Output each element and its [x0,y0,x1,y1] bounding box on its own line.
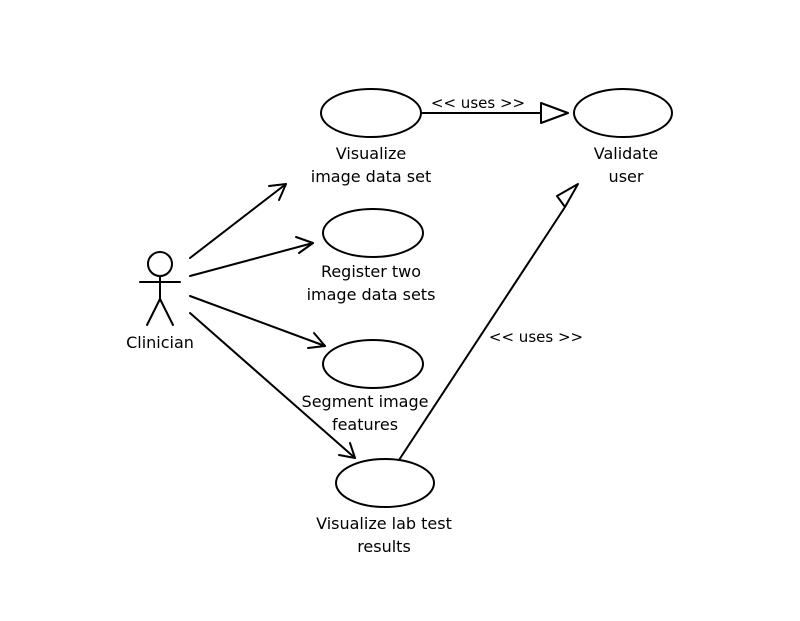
use-case-visualize-image-label: Visualize image data set [310,144,432,186]
actor-head [147,251,173,277]
association-visualize-lab [189,312,356,459]
uses-relation-top [420,102,569,124]
actor-label: Clinician [126,333,194,352]
use-case-segment-ellipse[interactable] [322,339,424,389]
use-case-register-ellipse[interactable] [322,208,424,258]
use-case-validate-user-ellipse[interactable] [573,88,673,138]
uses-relation-bottom [398,183,579,461]
use-case-visualize-lab-label: Visualize lab test results [316,514,452,556]
actor-left-leg [146,298,161,326]
use-case-visualize-lab-ellipse[interactable] [335,458,435,508]
association-visualize-image [189,183,287,259]
use-case-segment-label: Segment image features [301,392,429,434]
uses-label-top: << uses >> [430,94,526,112]
actor-figure [139,251,181,326]
use-case-visualize-image-ellipse[interactable] [320,88,422,138]
use-case-register-label: Register two image data sets [306,262,436,304]
association-register [189,236,314,277]
association-segment [189,295,326,349]
use-case-validate-user-label: Validate user [593,144,659,186]
actor-right-leg [159,298,174,326]
uses-label-bottom: << uses >> [488,328,584,346]
